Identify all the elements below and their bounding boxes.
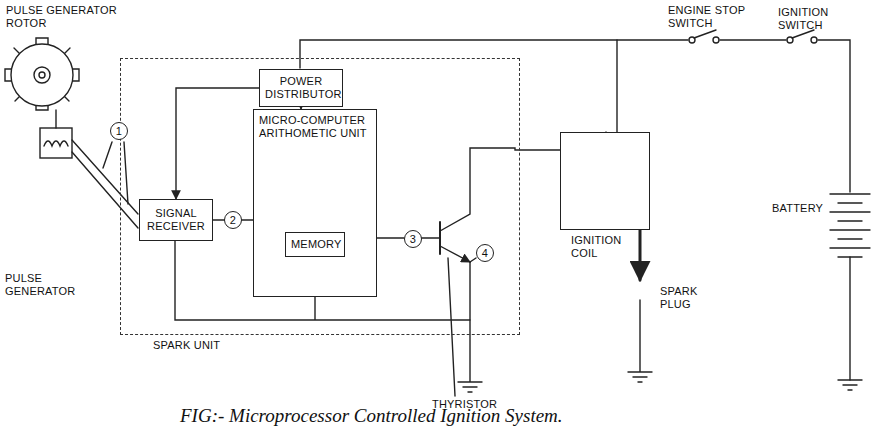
figure-caption: FIG:- Microprocessor Controlled Ignition… xyxy=(180,405,563,427)
node-label: MICRO-COMPUTER ARITHOMETIC UNIT xyxy=(259,114,371,140)
node-label: MEMORY xyxy=(291,238,339,251)
node-label: SIGNAL RECEIVER xyxy=(145,207,207,233)
process-box: MEMORY xyxy=(285,232,345,257)
switch-symbol xyxy=(689,30,817,43)
part-label: IGNITION SWITCH xyxy=(778,6,848,32)
ground-symbol xyxy=(628,300,652,382)
thyristor-symbol xyxy=(440,148,566,392)
battery-symbol xyxy=(830,194,870,390)
part-label: ENGINE STOP SWITCH xyxy=(668,4,753,30)
node-label: SPARK UNIT xyxy=(153,339,220,352)
part-label: PULSE GENERATOR xyxy=(5,272,85,298)
callout-number: 3 xyxy=(404,230,422,248)
signal-wire xyxy=(72,140,138,228)
node-label: POWER DISTRIBUTOR xyxy=(265,75,337,101)
process-box: MICRO-COMPUTER ARITHOMETIC UNIT MEMORY xyxy=(253,109,377,297)
callout-number: 4 xyxy=(476,244,494,262)
callout-number: 1 xyxy=(110,122,128,140)
coil-box: IGNITION COIL xyxy=(560,132,650,230)
node-label: IGNITION COIL xyxy=(571,234,633,260)
callout-number: 2 xyxy=(224,211,242,229)
supply-branch xyxy=(616,40,617,132)
leader-line xyxy=(103,142,128,204)
process-box: POWER DISTRIBUTOR xyxy=(259,69,343,107)
process-box: SIGNAL RECEIVER xyxy=(139,199,213,241)
part-label: PULSE GENERATOR ROTOR xyxy=(6,4,121,30)
unit-boundary: SPARK UNITPOWER DISTRIBUTORSIGNAL RECEIV… xyxy=(120,58,520,335)
part-label: SPARK PLUG xyxy=(660,285,710,311)
connector xyxy=(176,88,259,199)
pulse-generator-coil xyxy=(40,110,72,158)
rotor xyxy=(5,38,79,110)
leader-line xyxy=(448,258,476,396)
part-label: BATTERY xyxy=(772,202,832,215)
